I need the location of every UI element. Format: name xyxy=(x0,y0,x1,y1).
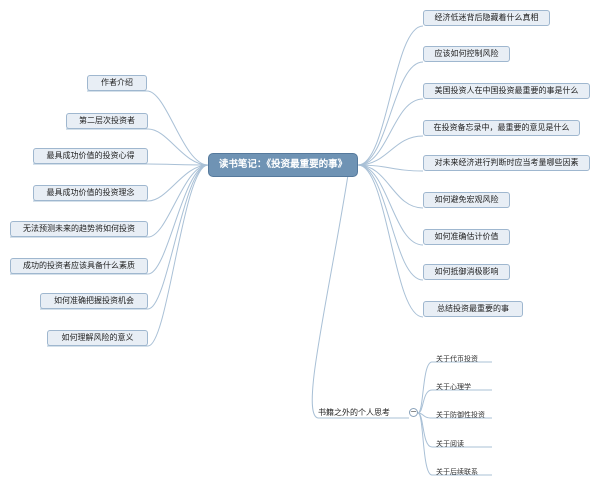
connector-line xyxy=(147,164,209,347)
left-topic[interactable]: 如何准确把握投资机会 xyxy=(40,293,148,309)
connector-line xyxy=(146,90,209,166)
connector-line xyxy=(147,164,209,310)
connector-line xyxy=(357,135,424,166)
connector-line xyxy=(357,164,424,318)
connector-line xyxy=(357,98,424,166)
connector-line xyxy=(357,164,424,281)
left-topic[interactable]: 作者介绍 xyxy=(87,75,147,91)
connector-line xyxy=(357,61,424,166)
connector-line xyxy=(417,412,433,476)
connector-line xyxy=(147,163,209,166)
central-topic[interactable]: 读书笔记：《投资最重要的事》 xyxy=(208,153,358,177)
right-topic[interactable]: 经济低迷背后隐藏着什么真相 xyxy=(423,10,550,26)
subtopic-item[interactable]: 关于防御性投资 xyxy=(436,411,485,419)
right-topic[interactable]: 总结投资最重要的事 xyxy=(423,301,523,317)
connector-line xyxy=(357,164,424,209)
left-topic[interactable]: 无法预测未来的趋势将如何投资 xyxy=(10,221,148,237)
right-topic[interactable]: 如何避免宏观风险 xyxy=(423,192,510,208)
right-topic[interactable]: 应该如何控制风险 xyxy=(423,46,510,62)
right-topic[interactable]: 如何抵御消极影响 xyxy=(423,264,510,280)
personal-thoughts-topic[interactable]: 书籍之外的个人思考 xyxy=(318,408,390,417)
connector-line xyxy=(357,164,424,246)
right-topic[interactable]: 对未来经济进行判断时应当考量哪些因素 xyxy=(423,155,590,171)
left-topic[interactable]: 第二层次投资者 xyxy=(66,113,148,129)
connector-line xyxy=(417,361,433,414)
collapse-toggle[interactable]: − xyxy=(409,407,418,417)
right-topic[interactable]: 在投资备忘录中，最重要的意见是什么 xyxy=(423,120,580,136)
connector-line xyxy=(147,164,209,238)
left-topic[interactable]: 最具成功价值的投资理念 xyxy=(33,185,148,201)
left-topic[interactable]: 成功的投资者应该具备什么素质 xyxy=(10,258,148,274)
connector-line xyxy=(147,164,209,202)
right-topic[interactable]: 美国投资人在中国投资最重要的事是什么 xyxy=(423,83,590,99)
connector-line xyxy=(147,164,209,275)
connector-line xyxy=(147,128,209,166)
subtopic-item[interactable]: 关于代币投资 xyxy=(436,355,478,363)
subtopic-item[interactable]: 关于心理学 xyxy=(436,383,471,391)
right-topic[interactable]: 如何准确估计价值 xyxy=(423,229,510,245)
connector-line xyxy=(357,164,424,172)
connector-line xyxy=(417,389,433,414)
connector-line xyxy=(311,174,349,419)
subtopic-item[interactable]: 关于阅读 xyxy=(436,440,464,448)
subtopic-item[interactable]: 关于后续联系 xyxy=(436,468,478,476)
left-topic[interactable]: 最具成功价值的投资心得 xyxy=(33,148,148,164)
left-topic[interactable]: 如何理解风险的意义 xyxy=(47,330,148,346)
connector-line xyxy=(357,25,424,166)
